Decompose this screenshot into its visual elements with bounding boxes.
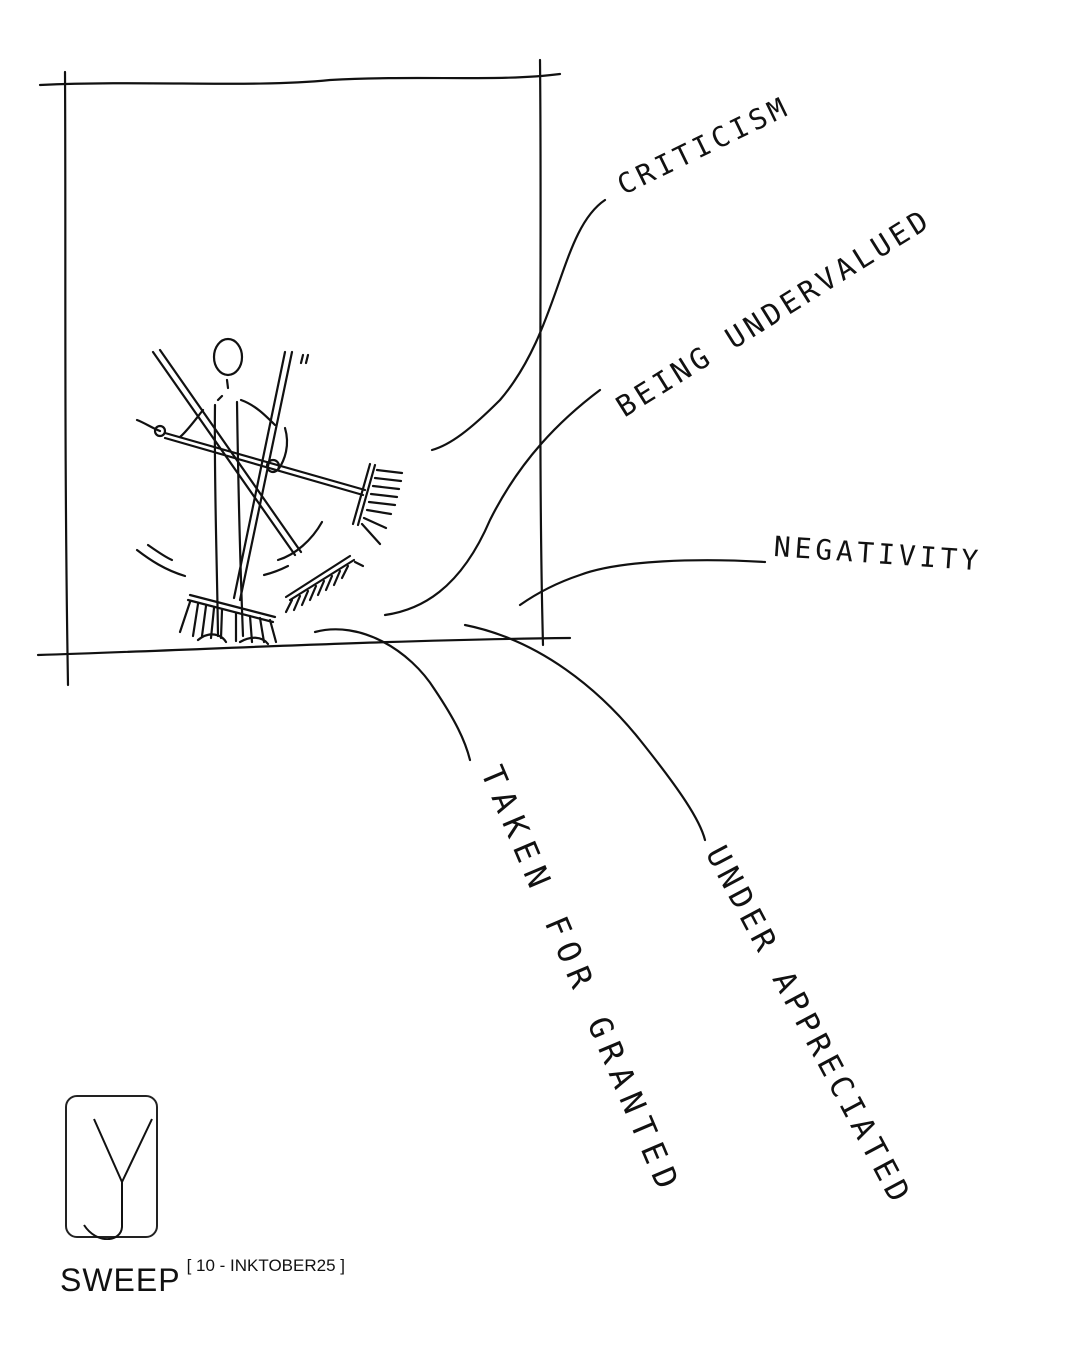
frame-left [63, 70, 70, 687]
motion-lines [135, 520, 324, 578]
frame-right [538, 58, 545, 647]
leader-negativity [518, 559, 767, 607]
broom-diagonal [151, 348, 365, 614]
broom-horizontal [135, 418, 404, 546]
leader-taken [313, 628, 472, 762]
frame-top [38, 72, 562, 87]
caption-subtitle: [ 10 - INKTOBER25 ] [186, 1256, 345, 1275]
stick-figure [178, 337, 277, 646]
logo-y-mark [83, 1118, 153, 1241]
leader-criticism [430, 198, 607, 452]
frame-bottom [36, 636, 572, 657]
broom-upright [178, 350, 310, 644]
leader-under-appreciated [463, 623, 707, 842]
logo [65, 1095, 158, 1241]
caption: SWEEP [ 10 - INKTOBER25 ] [60, 1256, 345, 1299]
caption-title: SWEEP [60, 1262, 181, 1298]
leader-undervalued [383, 388, 602, 617]
